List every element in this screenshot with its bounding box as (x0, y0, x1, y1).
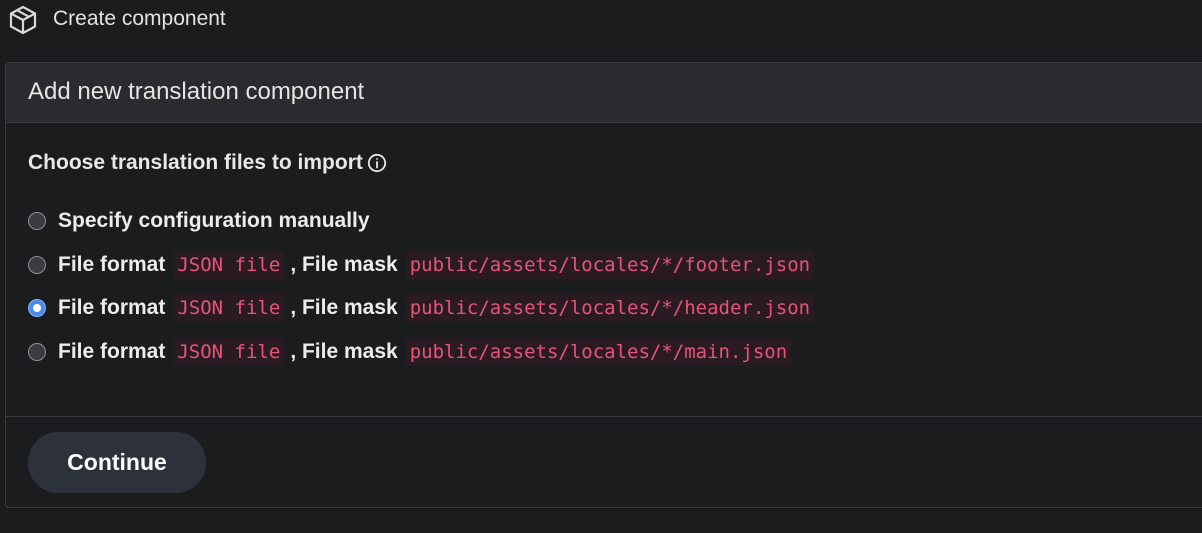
option-mask-label: , File mask (290, 340, 398, 363)
section-label-text: Choose translation files to import (28, 151, 363, 174)
radio-main[interactable] (28, 343, 46, 361)
option-format-value: JSON file (173, 294, 285, 322)
radio-header[interactable] (28, 299, 46, 317)
panel-title: Add new translation component (28, 78, 365, 105)
radio-footer[interactable] (28, 256, 46, 274)
option-footer[interactable]: File format JSON file , File mask public… (28, 249, 815, 281)
option-mask-label: , File mask (290, 253, 398, 276)
cube-icon (9, 5, 37, 35)
option-mask-value: public/assets/locales/*/header.json (405, 294, 815, 322)
option-format-value: JSON file (173, 251, 285, 279)
option-format-prefix: File format (58, 296, 166, 319)
option-mask-value: public/assets/locales/*/footer.json (405, 251, 815, 279)
info-icon[interactable] (367, 153, 387, 173)
option-format-prefix: File format (58, 340, 166, 363)
page-title: Create component (53, 7, 226, 30)
option-format-prefix: File format (58, 253, 166, 276)
option-mask-value: public/assets/locales/*/main.json (405, 338, 792, 366)
section-label: Choose translation files to import (28, 151, 387, 175)
create-component-panel: Add new translation component Choose tra… (5, 62, 1202, 508)
option-manual[interactable]: Specify configuration manually (28, 205, 370, 237)
radio-manual[interactable] (28, 212, 46, 230)
option-header[interactable]: File format JSON file , File mask public… (28, 292, 815, 324)
option-manual-label: Specify configuration manually (58, 209, 370, 232)
option-main[interactable]: File format JSON file , File mask public… (28, 336, 792, 368)
option-mask-label: , File mask (290, 296, 398, 319)
option-format-value: JSON file (173, 338, 285, 366)
footer-divider (6, 416, 1202, 417)
continue-button[interactable]: Continue (28, 432, 206, 493)
panel-header: Add new translation component (6, 63, 1202, 123)
